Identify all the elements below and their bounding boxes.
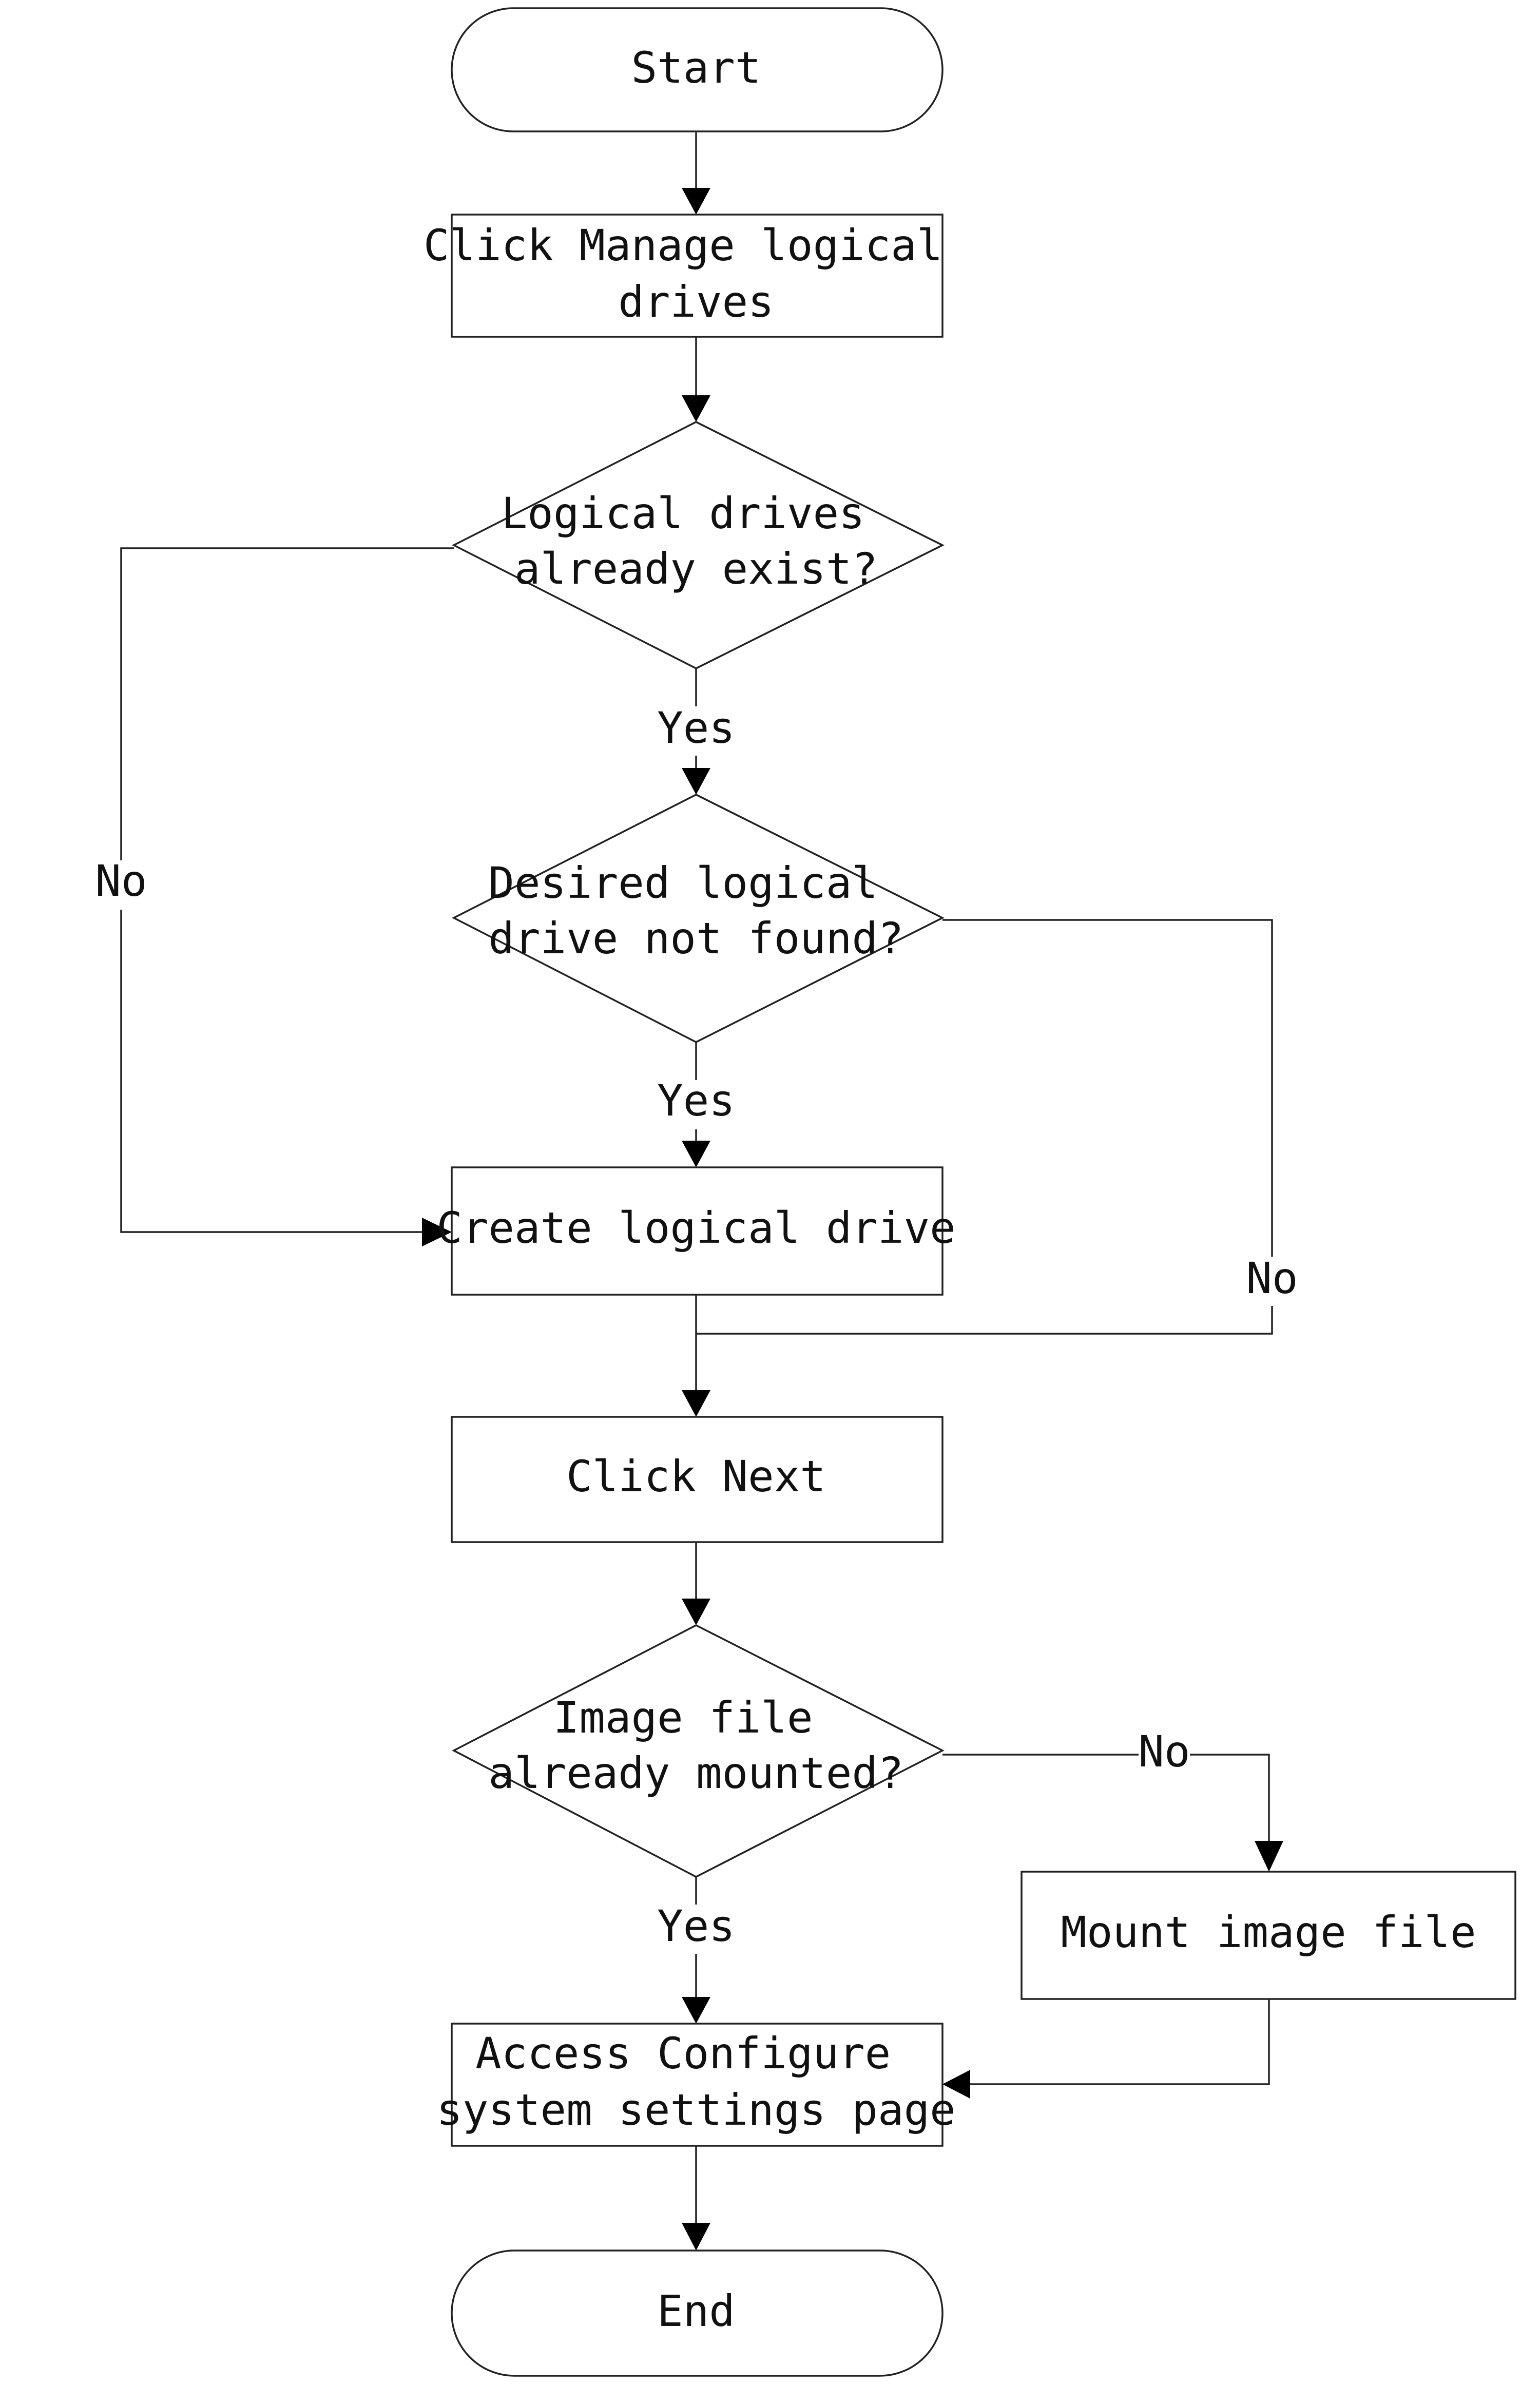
mounted-no-label: No xyxy=(1138,1726,1190,1777)
access-configure-step xyxy=(451,2023,944,2147)
click-next-step xyxy=(451,1416,944,1543)
access-configure-label: Access Configure system settings page xyxy=(436,2016,955,2135)
create-logical-drive-step xyxy=(451,1166,944,1296)
arrowhead-mount xyxy=(1255,1841,1283,1872)
arrowhead-access xyxy=(682,1997,710,2024)
mounted-yes-label-bg xyxy=(661,1905,731,1954)
image-file-mounted-decision xyxy=(452,1624,945,1878)
manage-logical-drives-step xyxy=(451,214,944,338)
notfound-no-label: No xyxy=(1246,1253,1298,1303)
mounted-no-label-bg xyxy=(1139,1730,1190,1779)
start-label: Start xyxy=(631,43,761,93)
exist-no-label: No xyxy=(95,856,147,906)
arrowhead-manage xyxy=(682,188,710,215)
notfound-no-label-bg xyxy=(1246,1257,1298,1306)
start-terminator xyxy=(451,7,944,132)
logical-drives-exist-decision xyxy=(452,421,945,669)
mount-image-file-step xyxy=(1021,1871,1516,2000)
exist-no-label-bg xyxy=(95,860,147,910)
arrowhead-end xyxy=(682,2223,710,2251)
edge-mounted-no xyxy=(942,1754,1270,1841)
notfound-yes-label: Yes xyxy=(657,1075,735,1126)
arrowhead-exist xyxy=(682,395,710,422)
end-label: End xyxy=(657,2286,735,2336)
manage-logical-drives-label: Click Manage logical drives xyxy=(424,208,969,327)
edge-exist-no xyxy=(120,547,454,1233)
arrowhead-notfound xyxy=(682,768,710,795)
desired-drive-not-found-label: Desired logical drive not found? xyxy=(488,846,903,964)
desired-drive-not-found-decision xyxy=(452,794,945,1043)
mount-image-file-label: Mount image file xyxy=(1061,1907,1476,1957)
arrowhead-mounted xyxy=(682,1599,710,1625)
arrowhead-next xyxy=(682,1390,710,1417)
notfound-yes-label-bg xyxy=(661,1080,731,1129)
end-terminator xyxy=(451,2250,944,2377)
edge-mount-to-access xyxy=(970,1999,1270,2085)
exist-yes-label: Yes xyxy=(657,703,735,753)
create-logical-drive-label: Create logical drive xyxy=(436,1203,955,1253)
exist-yes-label-bg xyxy=(661,706,731,756)
arrowhead-create-left xyxy=(422,1218,452,1246)
edge-notfound-no xyxy=(696,919,1273,1335)
arrowhead-access-right xyxy=(942,2070,970,2099)
click-next-label: Click Next xyxy=(566,1451,826,1502)
image-file-mounted-label: Image file already mounted? xyxy=(488,1681,903,1798)
logical-drives-exist-label: Logical drives already exist? xyxy=(502,476,891,594)
mounted-yes-label: Yes xyxy=(657,1901,735,1951)
arrowhead-create xyxy=(682,1141,710,1167)
